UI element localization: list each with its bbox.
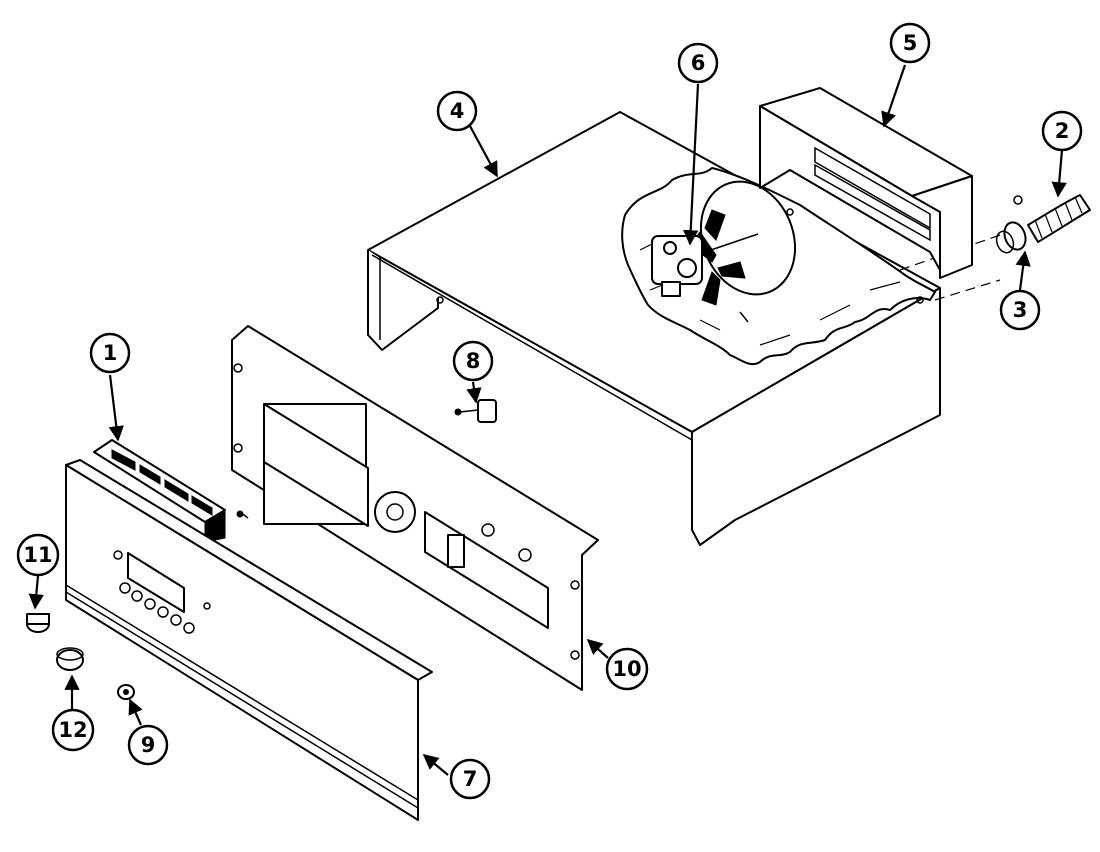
callout-label: 12 (58, 718, 87, 742)
knob-part-11 (26, 613, 50, 633)
callout-8: 8 (452, 340, 494, 382)
switch-part-8 (454, 399, 497, 423)
front-panel-part-7 (65, 459, 433, 821)
hose-part-2 (1027, 194, 1091, 243)
control-board-part-1 (93, 439, 249, 543)
callout-label: 3 (1013, 298, 1028, 322)
leader-lines (28, 64, 1067, 776)
callout-label: 8 (466, 349, 481, 373)
callout-label: 1 (103, 341, 118, 365)
callout-4: 4 (436, 90, 478, 132)
callout-10: 10 (605, 647, 649, 691)
callout-1: 1 (89, 332, 131, 374)
callout-label: 4 (450, 99, 465, 123)
duct-part-5 (759, 87, 973, 279)
callout-label: 5 (903, 31, 918, 55)
screw-part-9 (117, 684, 135, 700)
button-cap-part-12 (56, 647, 84, 671)
callout-label: 10 (612, 657, 641, 681)
callout-7: 7 (449, 758, 491, 800)
callout-9: 9 (127, 724, 169, 766)
callout-label: 11 (23, 543, 52, 567)
callout-5: 5 (889, 22, 931, 64)
clamp-part-3 (995, 195, 1027, 254)
callout-label: 6 (691, 51, 706, 75)
callout-label: 9 (141, 733, 156, 757)
callout-2: 2 (1041, 110, 1083, 152)
control-panel-backing-part-10 (231, 325, 599, 691)
callout-label: 2 (1055, 119, 1070, 143)
housing-part-4 (367, 111, 941, 546)
callout-3: 3 (999, 289, 1041, 331)
callout-11: 11 (16, 533, 60, 577)
callout-label: 7 (463, 767, 478, 791)
callout-6: 6 (677, 42, 719, 84)
callout-12: 12 (51, 708, 95, 752)
hose-route-line-lower (934, 279, 1001, 301)
